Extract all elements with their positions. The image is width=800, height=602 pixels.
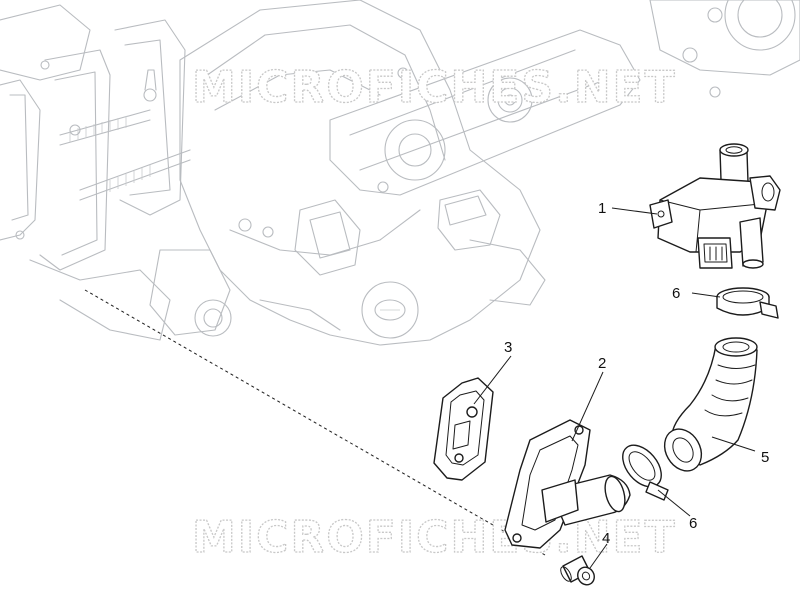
leader-4 (589, 543, 608, 569)
leader-3 (473, 355, 512, 405)
part-1-valve[interactable] (649, 143, 781, 269)
part-3-gasket[interactable] (433, 377, 494, 481)
callout-6-upper: 6 (672, 285, 680, 302)
callout-1: 1 (598, 200, 606, 217)
leader-1 (611, 207, 658, 215)
leader-2 (571, 371, 604, 442)
callout-4: 4 (602, 530, 610, 547)
part-5-hose[interactable] (657, 337, 758, 478)
watermark-bottom: MICROFICHES.NET (192, 512, 677, 563)
part-4-screw[interactable] (559, 555, 598, 588)
watermark-top: MICROFICHES.NET (192, 62, 677, 113)
callout-3: 3 (504, 339, 512, 356)
leader-6-upper (691, 292, 721, 298)
leader-6-lower (657, 489, 691, 517)
callout-leaders (473, 207, 756, 569)
part-6-clamp-lower[interactable] (615, 438, 669, 501)
callout-6-lower: 6 (689, 515, 697, 532)
leader-5 (711, 436, 756, 452)
engine-background (0, 0, 800, 556)
part-6-clamp-upper[interactable] (716, 287, 779, 319)
callout-2: 2 (598, 355, 606, 372)
part-2-flange-fitting[interactable] (504, 419, 631, 549)
callout-5: 5 (761, 449, 769, 466)
callout-labels: 1 2 3 4 5 6 6 (504, 200, 769, 547)
